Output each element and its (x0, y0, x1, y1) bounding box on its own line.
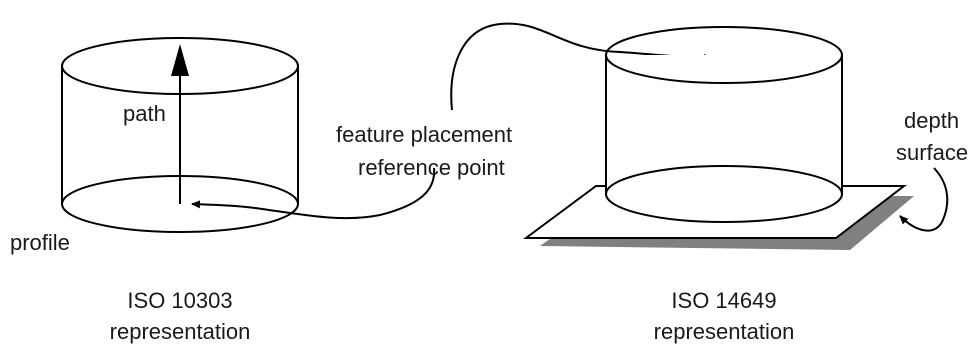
path-arrow (171, 44, 189, 204)
right-cylinder (605, 26, 843, 223)
depth-surface-connector (899, 167, 949, 232)
feature-placement-label-line2: reference point (358, 155, 505, 180)
right-caption-line1: ISO 14649 (671, 288, 776, 313)
path-label: path (123, 101, 166, 126)
left-caption-line1: ISO 10303 (127, 288, 232, 313)
left-reference-point-connector (191, 167, 436, 220)
right-cylinder-bottom (605, 165, 843, 223)
depth-label-line1: depth (904, 108, 959, 133)
profile-label: profile (10, 230, 70, 255)
right-caption-line2: representation (654, 319, 795, 344)
feature-placement-label-line1: feature placement (336, 122, 512, 147)
depth-label-line2: surface (896, 140, 968, 165)
left-caption-line2: representation (110, 319, 251, 344)
